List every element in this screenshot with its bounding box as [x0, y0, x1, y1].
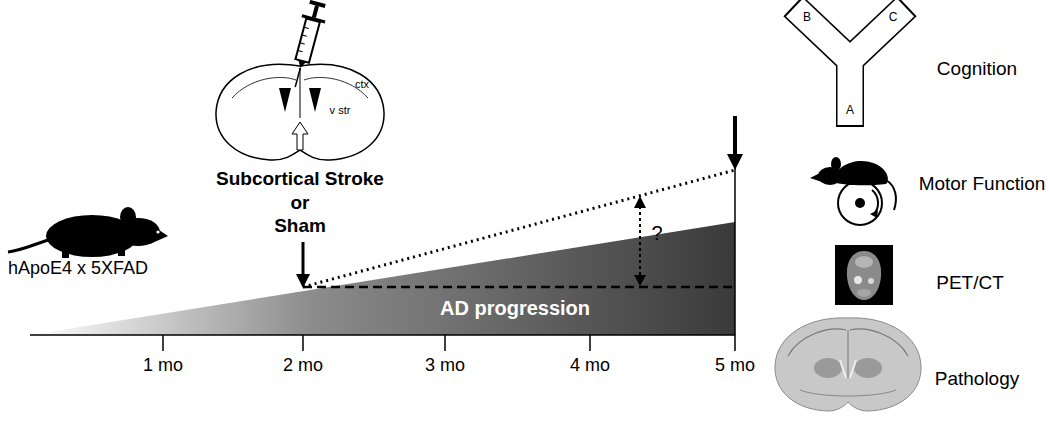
axis-ticks [163, 168, 735, 351]
strain-label: hApoE4 x 5XFAD [8, 258, 148, 279]
region-label: ctx [355, 78, 369, 91]
endpoint-arrow [727, 116, 743, 170]
difference-arrow [634, 196, 646, 286]
maze-arm-label: C [889, 11, 898, 25]
time-tick-label: 3 mo [425, 355, 465, 376]
readout-label: Cognition [937, 58, 1017, 80]
readout-label: PET/CT [936, 272, 1004, 294]
time-axis [30, 334, 735, 336]
progression-wedge: AD progression [30, 222, 735, 335]
time-tick-label: 1 mo [143, 355, 183, 376]
question-mark: ? [651, 222, 662, 245]
time-tick-label: 5 mo [715, 355, 755, 376]
maze-arm-label: A [846, 104, 854, 118]
wedge-label: AD progression [440, 297, 590, 320]
readout-label: Motor Function [919, 173, 1046, 195]
wedge-shape [30, 222, 735, 335]
pathology-slice [775, 318, 921, 411]
syringe [284, 0, 330, 90]
maze-arm-label: B [803, 11, 811, 25]
region-label: v str [330, 104, 351, 117]
rotarod-icon [810, 157, 896, 225]
brain-section [216, 64, 384, 160]
condition-label: or [291, 192, 310, 214]
condition-label: Subcortical Stroke [216, 168, 384, 190]
y-maze [793, 6, 907, 127]
dashed-trajectory [303, 286, 735, 289]
stroke-arrow [296, 242, 310, 288]
time-tick-label: 2 mo [283, 355, 323, 376]
mouse-silhouette [8, 207, 168, 258]
condition-label: Sham [274, 215, 326, 237]
time-tick-label: 4 mo [570, 355, 610, 376]
pet-ct-image [835, 245, 893, 305]
readout-label: Pathology [935, 368, 1020, 390]
